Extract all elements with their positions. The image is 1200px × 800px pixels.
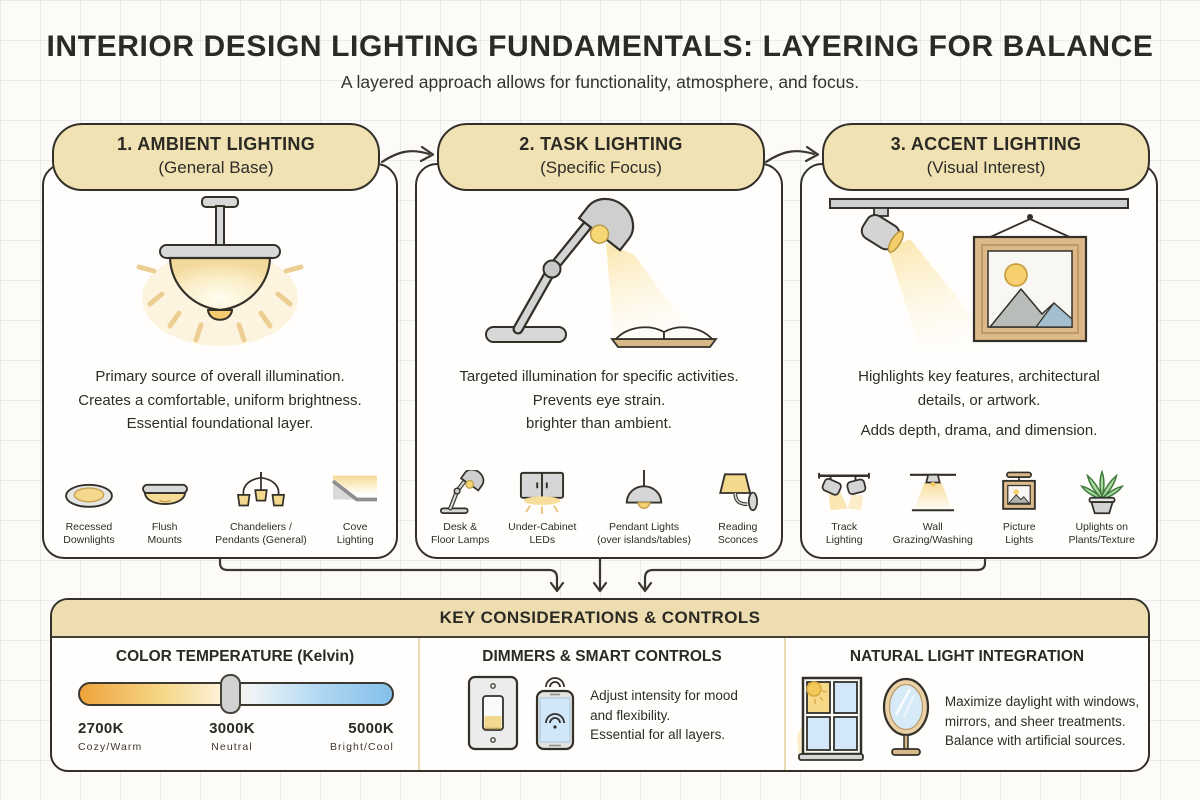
fixture-examples: Desk & Floor Lamps Under: [423, 466, 775, 547]
panel-title: 2. TASK LIGHTING: [519, 134, 683, 154]
reading-sconce-icon: [701, 466, 775, 516]
list-item: Desk & Floor Lamps: [423, 466, 497, 547]
color-temperature-section: COLOR TEMPERATURE (Kelvin) 2700K Cozy/Wa…: [52, 638, 418, 770]
dimmers-content: Adjust intensity for mood and flexibilit…: [420, 674, 784, 757]
window-icon: [795, 674, 867, 769]
kelvin-stop: 3000K Neutral: [209, 720, 255, 753]
panel-title: 1. AMBIENT LIGHTING: [116, 134, 316, 154]
kelvin-stop: 5000K Bright/Cool: [329, 720, 394, 753]
arrow-ambient-to-task: [380, 145, 435, 164]
footer-columns: COLOR TEMPERATURE (Kelvin) 2700K Cozy/Wa…: [52, 638, 1148, 770]
panel-subtitle: (Specific Focus): [540, 158, 662, 177]
section-title: DIMMERS & SMART CONTROLS: [482, 648, 722, 665]
list-item: Under-Cabinet LEDs: [497, 466, 587, 547]
list-item: Flush Mounts: [128, 466, 202, 547]
panel-description: Targeted illumination for specific activ…: [459, 368, 739, 432]
page-title: INTERIOR DESIGN LIGHTING FUNDAMENTALS: L…: [46, 30, 1154, 63]
panel-header-accent: 3. ACCENT LIGHTING (Visual Interest): [822, 123, 1150, 191]
track-light-artwork-icon: [802, 193, 1156, 353]
list-item: Pendant Lights (over islands/tables): [587, 466, 700, 547]
key-considerations-panel: KEY CONSIDERATIONS & CONTROLS COLOR TEMP…: [50, 598, 1150, 772]
kelvin-slider-handle: [220, 674, 241, 714]
list-item: Uplights on Plants/Texture: [1053, 466, 1150, 547]
smart-phone-icon: [533, 675, 577, 756]
panel-description: Primary source of overall illumination. …: [78, 368, 362, 432]
ceiling-flush-light-icon: [44, 193, 396, 353]
natural-light-section: NATURAL LIGHT INTEGRATION: [784, 638, 1148, 770]
list-item: Track Lighting: [808, 466, 880, 547]
under-cabinet-led-icon: [497, 466, 587, 516]
panel-subtitle: (General Base): [158, 158, 274, 177]
connector-ambient-to-footer: [218, 557, 565, 593]
mirror-icon: [880, 677, 932, 766]
list-item: Reading Sconces: [701, 466, 775, 547]
panel-task-lighting: Targeted illumination for specific activ…: [415, 163, 783, 559]
fixture-examples: Track Lighting Wall Grazing/Washing: [808, 466, 1150, 547]
page-subtitle: A layered approach allows for functional…: [340, 72, 860, 92]
wall-grazing-icon: [880, 466, 985, 516]
dimmers-section: DIMMERS & SMART CONTROLS: [418, 638, 784, 770]
cove-lighting-icon: [320, 466, 390, 516]
panel-subtitle: (Visual Interest): [926, 158, 1046, 177]
connector-accent-to-footer: [637, 557, 987, 593]
list-item: Recessed Downlights: [50, 466, 128, 547]
pendant-light-icon: [587, 466, 700, 516]
picture-light-icon: [985, 466, 1053, 516]
fixture-examples: Recessed Downlights Flush Mounts: [50, 466, 390, 547]
kelvin-slider: [78, 674, 394, 714]
panel-header-task: 2. TASK LIGHTING (Specific Focus): [437, 123, 765, 191]
list-item: Wall Grazing/Washing: [880, 466, 985, 547]
chandelier-icon: [202, 466, 321, 516]
section-title: NATURAL LIGHT INTEGRATION: [849, 648, 1085, 665]
panel-description: Highlights key features, architectural d…: [858, 368, 1100, 439]
natural-light-content: Maximize daylight with windows, mirrors,…: [786, 674, 1148, 769]
flush-mount-icon: [128, 466, 202, 516]
light-switch-icon: [466, 674, 520, 757]
kelvin-scale-labels: 2700K Cozy/Warm 3000K Neutral 5000K Brig…: [78, 720, 394, 762]
connector-task-to-footer: [592, 557, 608, 593]
list-item: Cove Lighting: [320, 466, 390, 547]
section-text: Maximize daylight with windows, mirrors,…: [944, 694, 1140, 749]
arrow-task-to-accent: [764, 145, 820, 164]
section-title: COLOR TEMPERATURE (Kelvin): [115, 648, 355, 665]
list-item: Chandeliers / Pendants (General): [202, 466, 321, 547]
desk-floor-lamp-icon: [423, 466, 497, 516]
panel-ambient-lighting: Primary source of overall illumination. …: [42, 163, 398, 559]
plant-uplight-icon: [1053, 466, 1150, 516]
panel-header-ambient: 1. AMBIENT LIGHTING (General Base): [52, 123, 380, 191]
desk-lamp-book-icon: [417, 193, 781, 353]
recessed-downlight-icon: [50, 466, 128, 516]
kelvin-stop: 2700K Cozy/Warm: [78, 720, 143, 753]
panel-title: 3. ACCENT LIGHTING: [890, 134, 1082, 154]
list-item: Picture Lights: [985, 466, 1053, 547]
track-lighting-icon: [808, 466, 880, 516]
panel-accent-lighting: Highlights key features, architectural d…: [800, 163, 1158, 559]
footer-header: KEY CONSIDERATIONS & CONTROLS: [52, 600, 1148, 638]
section-text: Adjust intensity for mood and flexibilit…: [590, 688, 738, 743]
